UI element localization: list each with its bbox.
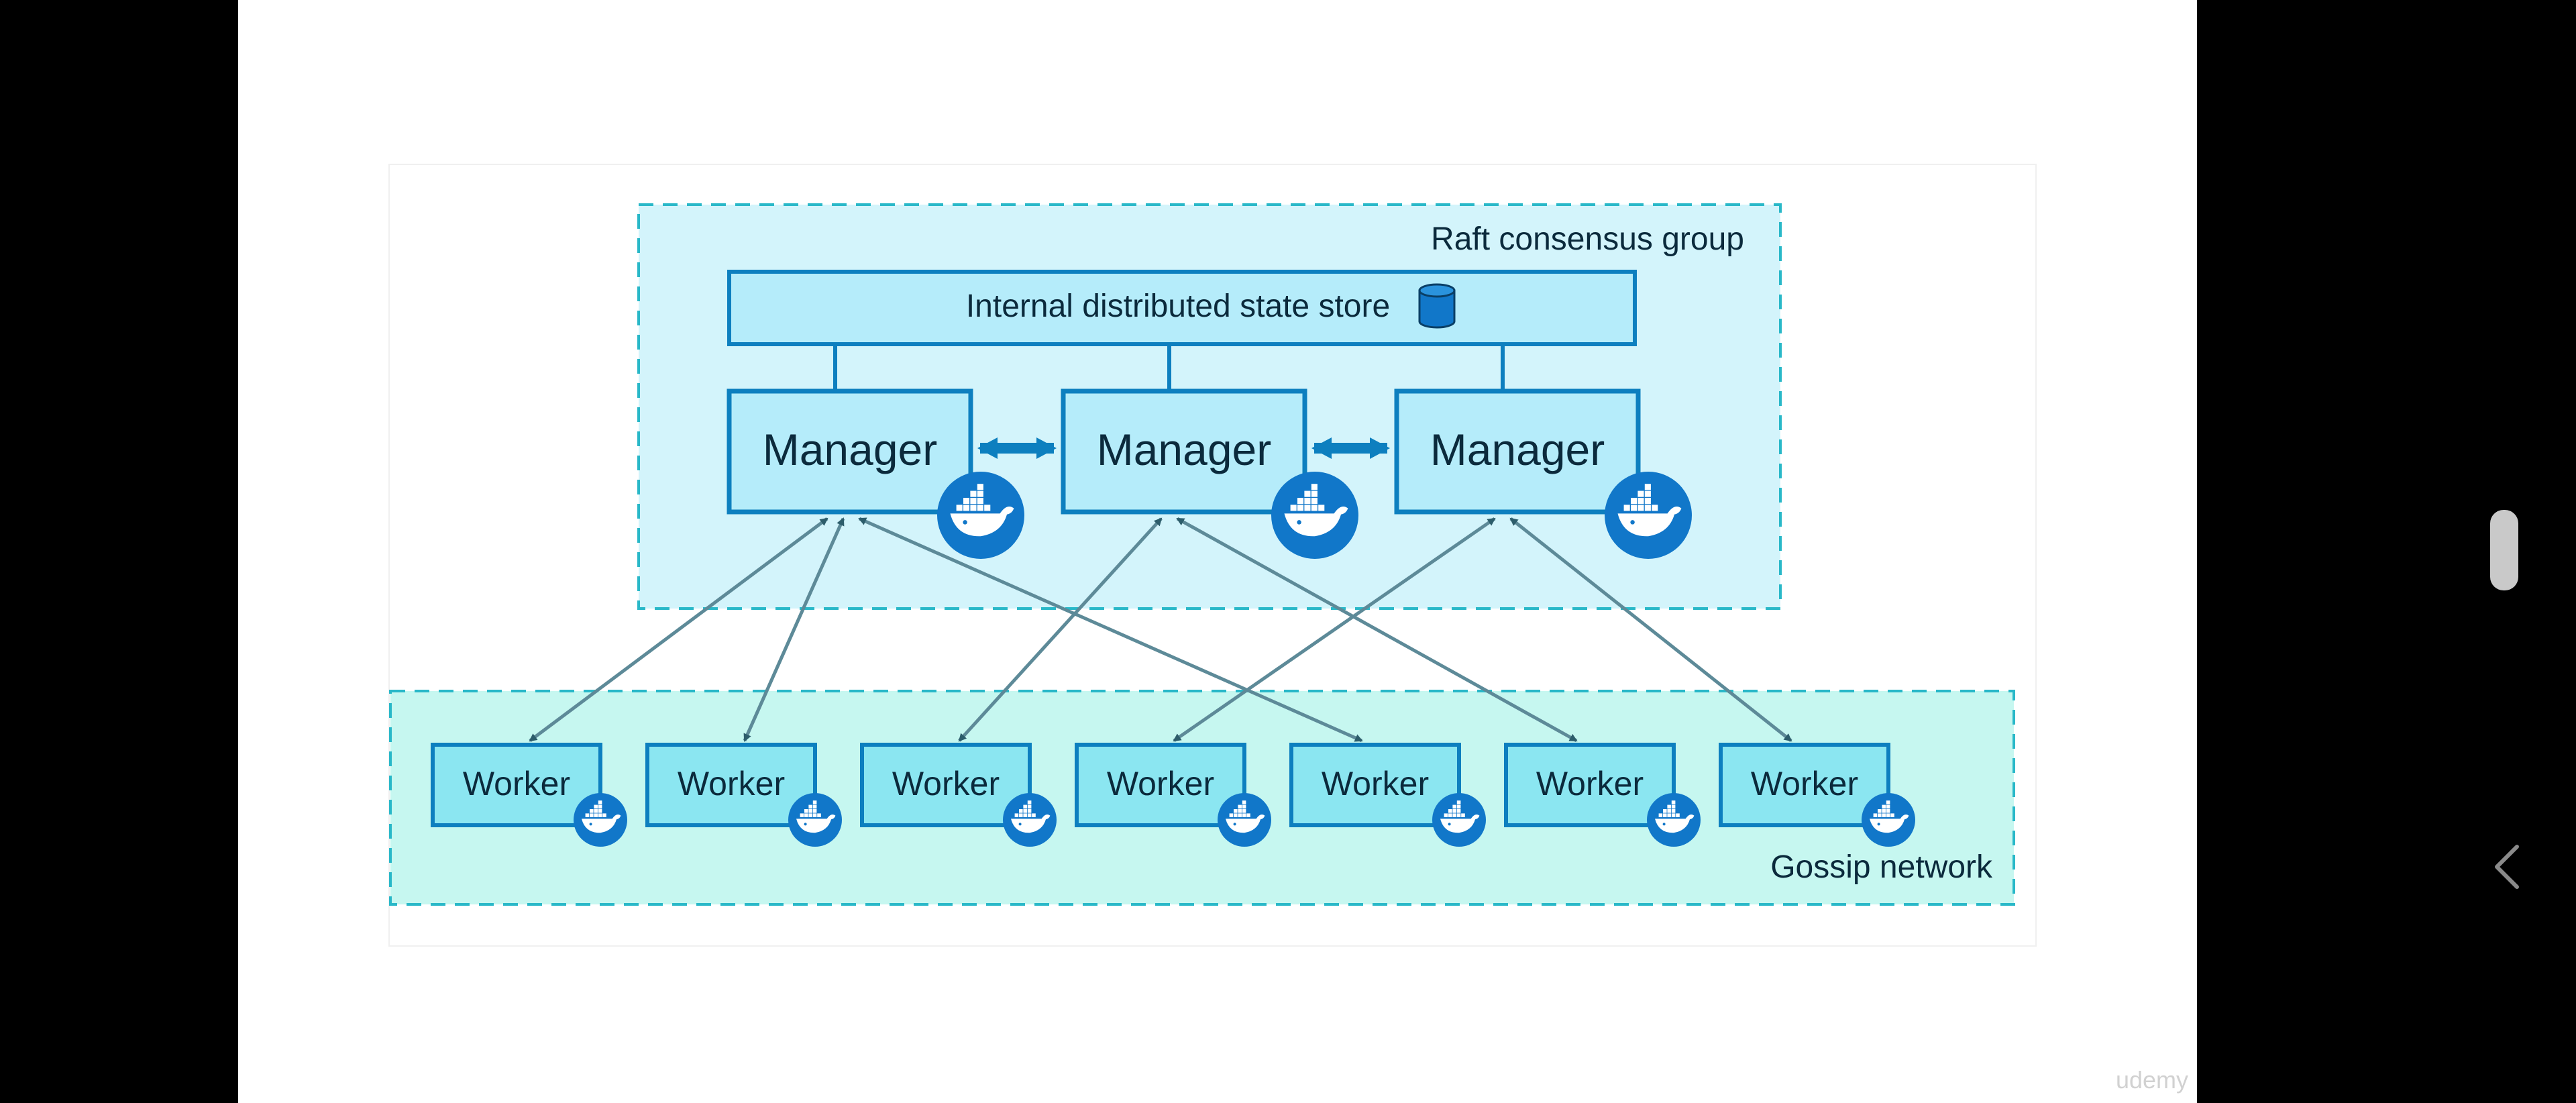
docker-whale-icon [937,472,1024,559]
raft-group-label: Raft consensus group [1431,221,1744,257]
worker-label: Worker [1751,765,1858,802]
manager-box [1394,388,1641,515]
worker-box [1289,743,1461,827]
worker-manager-arrow [1509,517,1792,742]
worker-manager-connections [529,517,1792,743]
udemy-watermark: udemy [2116,1066,2188,1094]
worker-node: Worker [645,743,842,847]
manager-label: Manager [1430,425,1605,474]
manager-label: Manager [763,425,938,474]
scroll-handle[interactable] [2490,510,2518,590]
database-icon [1418,283,1456,329]
manager-box [1061,388,1307,515]
worker-box [1075,743,1246,827]
worker-label: Worker [678,765,785,802]
manager-node: Manager [1061,388,1358,559]
worker-box [431,743,602,827]
docker-whale-icon [1218,793,1271,847]
manager-nodes: Manager Manager Manager [727,388,1692,559]
docker-whale-icon [1003,793,1057,847]
worker-label: Worker [892,765,1000,802]
manager-node: Manager [727,388,1024,559]
store-connectors [833,344,1505,391]
worker-box [1719,743,1890,827]
docker-whale-icon [788,793,842,847]
worker-node: Worker [1075,743,1271,847]
docker-whale-icon [1647,793,1701,847]
worker-label: Worker [1536,765,1644,802]
worker-node: Worker [1719,743,1915,847]
worker-label: Worker [463,765,570,802]
worker-node: Worker [1504,743,1701,847]
manager-label: Manager [1097,425,1272,474]
worker-box [860,743,1032,827]
docker-whale-icon [1432,793,1486,847]
worker-box [1504,743,1676,827]
worker-node: Worker [860,743,1057,847]
manager-node: Manager [1394,388,1692,559]
docker-whale-icon [574,793,627,847]
docker-whale-icon [1605,472,1692,559]
gossip-network-label: Gossip network [1770,849,1993,885]
worker-node: Worker [431,743,627,847]
worker-nodes: Worker Worker Worker Worker Worker Worker Work… [431,743,1915,847]
worker-manager-arrow [958,517,1163,742]
worker-label: Worker [1322,765,1429,802]
worker-manager-arrow [743,517,845,742]
watermark-text: udemy [2116,1066,2188,1094]
chevron-left-icon[interactable] [2495,845,2519,889]
worker-box [645,743,817,827]
state-store-label: Internal distributed state store [966,288,1390,324]
worker-manager-arrow [1173,517,1496,743]
docker-whale-icon [1271,472,1358,559]
worker-label: Worker [1107,765,1214,802]
docker-whale-icon [1862,793,1915,847]
manager-box [727,388,973,515]
worker-node: Worker [1289,743,1486,847]
state-store-box [727,270,1637,346]
